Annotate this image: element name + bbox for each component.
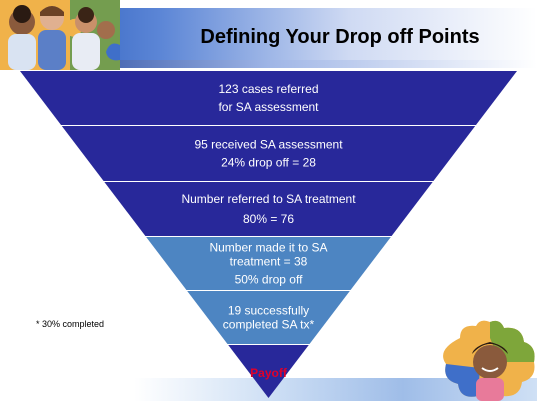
funnel-stage-2 (61, 126, 476, 181)
funnel-stage-4-line-1: Number made it to SA (209, 241, 327, 255)
people-puzzle-photo (0, 0, 120, 70)
funnel-stage-2-line-1: 95 received SA assessment (194, 138, 343, 152)
funnel-stage-4-line-3: 50% drop off (235, 273, 303, 287)
funnel-stage-2-line-2: 24% drop off = 28 (221, 156, 316, 170)
funnel-stage-5-line-1: 19 successfully (228, 304, 309, 318)
funnel-stage-3-line-2: 80% = 76 (243, 212, 294, 226)
funnel-stage-5 (187, 291, 350, 344)
slide-title: Defining Your Drop off Points (200, 26, 480, 48)
funnel-stage-1-line-2: for SA assessment (218, 100, 319, 114)
title-bar-shadow (0, 60, 537, 68)
girl-puzzle-photo (443, 320, 535, 401)
funnel-stage-5-line-2: completed SA tx* (223, 318, 315, 332)
completion-footnote: * 30% completed (36, 319, 105, 329)
funnel-stage-4 (146, 237, 391, 290)
funnel-payoff-label: Payoff (250, 366, 288, 380)
funnel-stage-3 (104, 182, 433, 236)
funnel-stage-1 (20, 71, 517, 125)
funnel-stage-3-line-1: Number referred to SA treatment (181, 192, 356, 206)
funnel-payoff-tip (228, 345, 309, 398)
funnel-stage-1-line-1: 123 cases referred (218, 82, 318, 96)
funnel-stage-4-line-2: treatment = 38 (230, 255, 308, 269)
